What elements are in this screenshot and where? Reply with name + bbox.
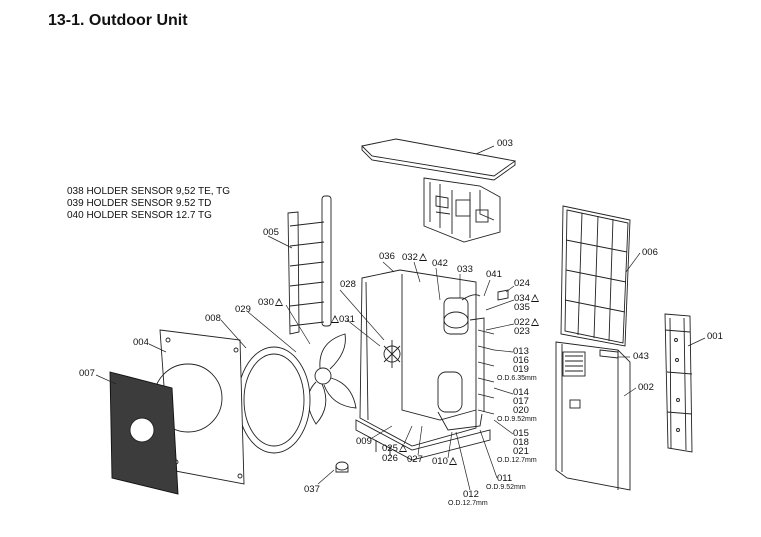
label-043: 043 bbox=[633, 351, 649, 362]
label-042: 042 bbox=[432, 258, 448, 269]
label-011: 011 bbox=[497, 473, 513, 484]
label-021: 021 bbox=[513, 446, 529, 457]
label-035: 035 bbox=[514, 302, 530, 313]
label-014: 014 bbox=[513, 387, 529, 398]
label-008: 008 bbox=[205, 313, 221, 324]
page-title: 13-1. Outdoor Unit bbox=[48, 12, 188, 29]
label-027: 027 bbox=[407, 454, 423, 465]
label-006: 006 bbox=[642, 247, 658, 258]
label-031: 031 bbox=[330, 315, 355, 325]
label-013: 013 bbox=[513, 346, 529, 357]
label-024: 024 bbox=[514, 278, 530, 289]
label-041: 041 bbox=[486, 269, 502, 280]
side-grille-bars bbox=[287, 195, 332, 335]
front-grille bbox=[109, 371, 179, 495]
label-012: 012 bbox=[463, 489, 479, 500]
caution-triangle-icon bbox=[331, 315, 339, 323]
label-019: 019 bbox=[513, 364, 529, 375]
side-panel-right bbox=[664, 313, 693, 453]
label-017: 017 bbox=[513, 396, 529, 407]
caution-triangle-icon bbox=[530, 318, 539, 326]
label-018: 018 bbox=[513, 437, 529, 448]
label-015: 015 bbox=[513, 428, 529, 439]
label-025: 025 bbox=[382, 444, 407, 454]
top-panel bbox=[361, 138, 517, 181]
caution-triangle-icon bbox=[274, 298, 283, 306]
label-034: 034 bbox=[514, 294, 539, 304]
chassis-frame bbox=[355, 269, 491, 461]
pipe-size-127-a: O.D.12.7mm bbox=[497, 457, 537, 464]
right-cabinet-panel bbox=[555, 341, 631, 491]
leader-lines bbox=[95, 145, 706, 491]
pipe-size-635: O.D.6.35mm bbox=[497, 375, 537, 382]
sensor-note-039: 039 HOLDER SENSOR 9.52 TD bbox=[67, 198, 212, 209]
label-003: 003 bbox=[497, 138, 513, 149]
pipe-size-952-a: O.D.9.52mm bbox=[497, 416, 537, 423]
label-020: 020 bbox=[513, 405, 529, 416]
pipe-size-127-b: O.D.12.7mm bbox=[448, 500, 488, 507]
label-010: 010 bbox=[432, 457, 457, 467]
name-plate bbox=[599, 349, 619, 359]
label-030: 030 bbox=[258, 298, 283, 308]
label-036: 036 bbox=[379, 251, 395, 262]
label-037: 037 bbox=[304, 484, 320, 495]
label-007: 007 bbox=[79, 368, 95, 379]
label-029: 029 bbox=[235, 304, 251, 315]
label-032: 032 bbox=[402, 253, 427, 263]
label-005: 005 bbox=[263, 227, 279, 238]
caution-triangle-icon bbox=[530, 294, 539, 302]
caution-triangle-icon bbox=[418, 253, 427, 261]
terminal-part bbox=[497, 289, 509, 301]
front-panel bbox=[153, 329, 245, 485]
sensor-note-040: 040 HOLDER SENSOR 12.7 TG bbox=[67, 210, 212, 221]
label-002: 002 bbox=[638, 382, 654, 393]
electrical-control-box bbox=[423, 177, 501, 243]
label-023: 023 bbox=[514, 326, 530, 337]
caution-triangle-icon bbox=[448, 457, 457, 465]
label-016: 016 bbox=[513, 355, 529, 366]
compressor-assembly bbox=[437, 294, 495, 431]
fan-guard-ring bbox=[237, 346, 311, 454]
sensor-note-038: 038 HOLDER SENSOR 9,52 TE, TG bbox=[67, 186, 231, 197]
label-033: 033 bbox=[457, 264, 473, 275]
rear-grille bbox=[560, 205, 631, 347]
label-026: 026 bbox=[382, 453, 398, 464]
fan-motor bbox=[383, 340, 401, 368]
propeller-fan bbox=[307, 333, 357, 425]
caution-triangle-icon bbox=[398, 444, 407, 452]
label-004: 004 bbox=[133, 337, 149, 348]
label-022: 022 bbox=[514, 318, 539, 328]
label-001: 001 bbox=[707, 331, 723, 342]
pipe-size-952-b: O.D.9.52mm bbox=[486, 484, 526, 491]
drain-nipple bbox=[335, 461, 349, 473]
label-028: 028 bbox=[340, 279, 356, 290]
label-009: 009 bbox=[356, 436, 372, 447]
